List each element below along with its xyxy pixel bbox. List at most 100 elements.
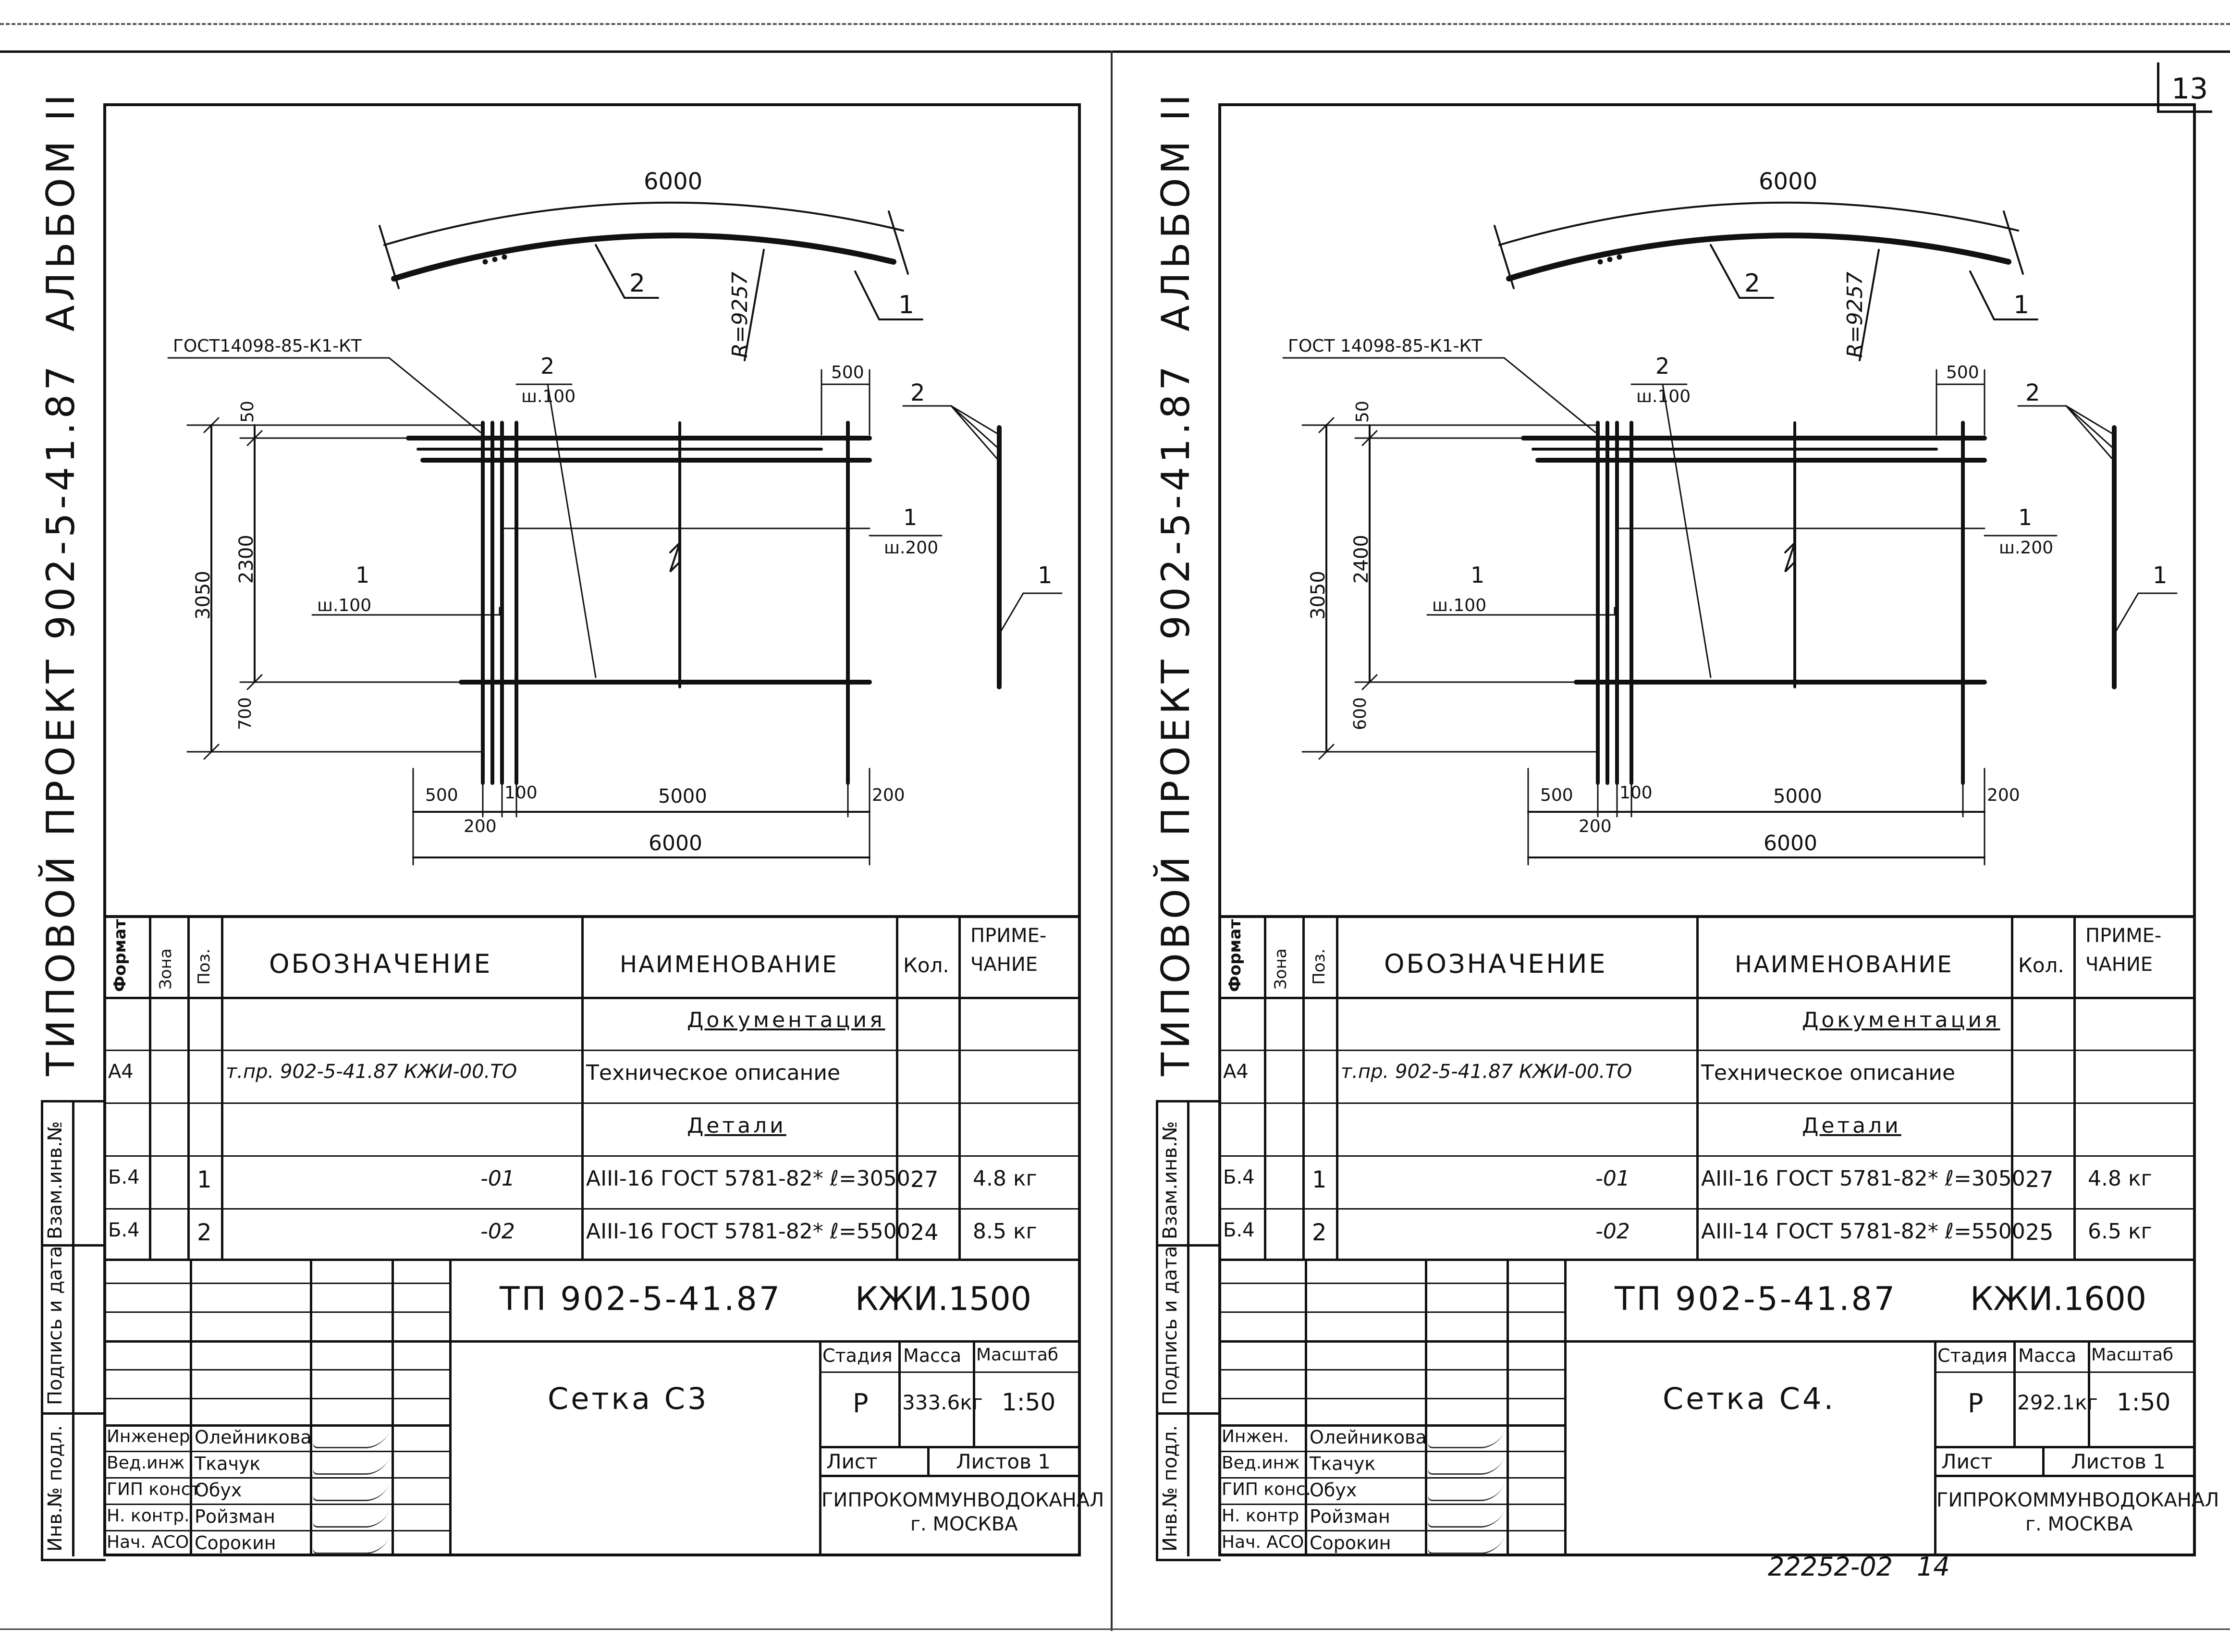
stamp-org-1: ГИПРОКОММУНВОДОКАНАЛ xyxy=(1936,1489,2219,1511)
tb-row xyxy=(103,1369,449,1371)
tb-row xyxy=(1218,1530,1564,1531)
stamp-title: Сетка С3 xyxy=(548,1381,709,1416)
arc-dimension xyxy=(383,201,904,246)
stamp-name: Ткачук xyxy=(195,1453,261,1474)
spec-cell-naim: Техническое описание xyxy=(586,1061,841,1085)
col-line xyxy=(896,915,898,1259)
stamp-role: Вед.инж xyxy=(107,1453,185,1473)
tb-row xyxy=(819,1371,1081,1373)
col-line xyxy=(1336,915,1338,1259)
dim-500: 500 xyxy=(1540,785,1573,805)
dim-200-right: 200 xyxy=(872,785,905,805)
spec-row-line xyxy=(1218,1050,2196,1051)
tb-row xyxy=(819,1446,1081,1448)
dim-500-top: 500 xyxy=(1946,363,1979,382)
dim-500: 500 xyxy=(425,785,458,805)
left-label-step: ш.100 xyxy=(1432,596,1487,615)
tb-col xyxy=(392,1259,394,1556)
stamp-name: Ройзман xyxy=(1310,1506,1390,1527)
dim-5000: 5000 xyxy=(658,785,707,808)
stamp-role: Н. контр. xyxy=(107,1506,190,1526)
side-ref-2: 2 xyxy=(2025,379,2040,406)
top-label-step: ш.100 xyxy=(521,387,576,406)
col-line xyxy=(2073,915,2076,1259)
spec-cell-format: А4 xyxy=(1223,1061,1249,1083)
spec-cell-format: Б.4 xyxy=(108,1219,140,1241)
stamp-code-left: ТП 902-5-41.87 xyxy=(500,1280,782,1318)
spec-cell-oboz: т.пр. 902-5-41.87 КЖИ-00.ТО xyxy=(226,1061,517,1083)
col-line xyxy=(187,915,190,1259)
stamp-role: Н. контр xyxy=(1222,1506,1299,1526)
mesh-drawing xyxy=(1282,201,2178,866)
tb-row xyxy=(103,1340,1081,1343)
spec-cell-naim: АIII-16 ГОСТ 5781-82* ℓ=3050 xyxy=(586,1166,910,1191)
col-line xyxy=(1264,915,1266,1259)
dim-100: 100 xyxy=(1619,783,1653,803)
spec-cell-format: Б.4 xyxy=(1223,1219,1255,1241)
tb-col xyxy=(1934,1340,1936,1556)
dim-500-top: 500 xyxy=(831,363,864,382)
side-ref-2: 2 xyxy=(910,379,925,406)
tb-row xyxy=(103,1504,449,1505)
spec-cell-naim: Техническое описание xyxy=(1701,1061,1956,1085)
tb-row xyxy=(103,1477,449,1479)
header-prim-2: ЧАНИЕ xyxy=(2085,954,2153,976)
tb-row xyxy=(1218,1283,1564,1284)
spec-cell-prim: 4.8 кг xyxy=(2088,1166,2152,1191)
arc-length-label: 6000 xyxy=(644,168,703,195)
col-line xyxy=(1696,915,1699,1259)
tb-col xyxy=(898,1340,901,1446)
spec-cell-naim: АIII-14 ГОСТ 5781-82* ℓ=5500 xyxy=(1701,1219,2025,1244)
tb-row xyxy=(103,1424,449,1427)
spec-row-line xyxy=(103,1050,1081,1051)
header-format: Формат xyxy=(1225,919,1245,992)
header-zona: Зона xyxy=(1271,948,1290,990)
mesh-drawing xyxy=(167,201,1063,866)
arc-ref-1: 1 xyxy=(898,291,915,319)
stamp-stadia-label: Стадия xyxy=(1937,1345,2008,1366)
spec-bottom xyxy=(103,1259,1081,1261)
spec-cell-format: Б.4 xyxy=(108,1166,140,1188)
tb-row xyxy=(1218,1504,1564,1505)
header-oboznachenie: ОБОЗНАЧЕНИЕ xyxy=(269,949,492,979)
header-poz: Поз. xyxy=(195,948,214,985)
right-label-pos: 1 xyxy=(2018,504,2033,530)
drawing-sheet-right: АЛЬБОМ II ТИПОВОЙ ПРОЕКТ 902-5-41.87 Вза… xyxy=(1115,0,2230,1652)
stamp-massa-label: Масса xyxy=(2018,1345,2077,1366)
spec-cell-naim: Документация xyxy=(687,1008,885,1032)
stamp-name: Обух xyxy=(1310,1480,1357,1501)
arc-length-label: 6000 xyxy=(1759,168,1818,195)
page-number-box xyxy=(2157,62,2212,113)
dim-50: 50 xyxy=(238,401,257,423)
spec-cell-poz: 2 xyxy=(197,1219,212,1246)
tb-row xyxy=(1934,1446,2196,1448)
dim-100: 100 xyxy=(504,783,538,803)
side-ref-1: 1 xyxy=(1038,562,1053,589)
dim-200-right: 200 xyxy=(1987,785,2020,805)
arc-dimension xyxy=(1498,201,2019,246)
stamp-role: Вед.инж xyxy=(1222,1453,1300,1473)
header-oboznachenie: ОБОЗНАЧЕНИЕ xyxy=(1384,949,1607,979)
tb-col xyxy=(2042,1446,2045,1475)
tb-col xyxy=(927,1446,930,1475)
header-poz: Поз. xyxy=(1310,948,1329,985)
right-label-step: ш.200 xyxy=(884,538,939,558)
page-number: 13 xyxy=(2171,72,2208,106)
side-stamp-podpis: Подпись и дата xyxy=(1159,1246,1181,1405)
side-stamp-inv: Инв.№ подл. xyxy=(1159,1425,1181,1552)
tb-col xyxy=(190,1259,192,1556)
stamp-code-left: ТП 902-5-41.87 xyxy=(1615,1280,1897,1318)
top-dashed-line xyxy=(0,23,2230,25)
stamp-code-right: КЖИ.1600 xyxy=(1970,1280,2147,1318)
spec-table xyxy=(103,915,1081,1264)
spec-row-line xyxy=(1218,1155,2196,1157)
spec-cell-poz: 1 xyxy=(1312,1166,1327,1193)
spec-cell-kol: 27 xyxy=(2025,1166,2054,1192)
spec-cell-prim: 8.5 кг xyxy=(973,1219,1037,1244)
tb-row xyxy=(1934,1371,2196,1373)
stamp-name: Ткачук xyxy=(1310,1453,1376,1474)
spec-cell-oboz: т.пр. 902-5-41.87 КЖИ-00.ТО xyxy=(1341,1061,1632,1083)
side-stamp-inner xyxy=(72,1100,74,1556)
dim-total-height: 3050 xyxy=(1307,571,1329,620)
stamp-masshtab: 1:50 xyxy=(2117,1388,2171,1416)
